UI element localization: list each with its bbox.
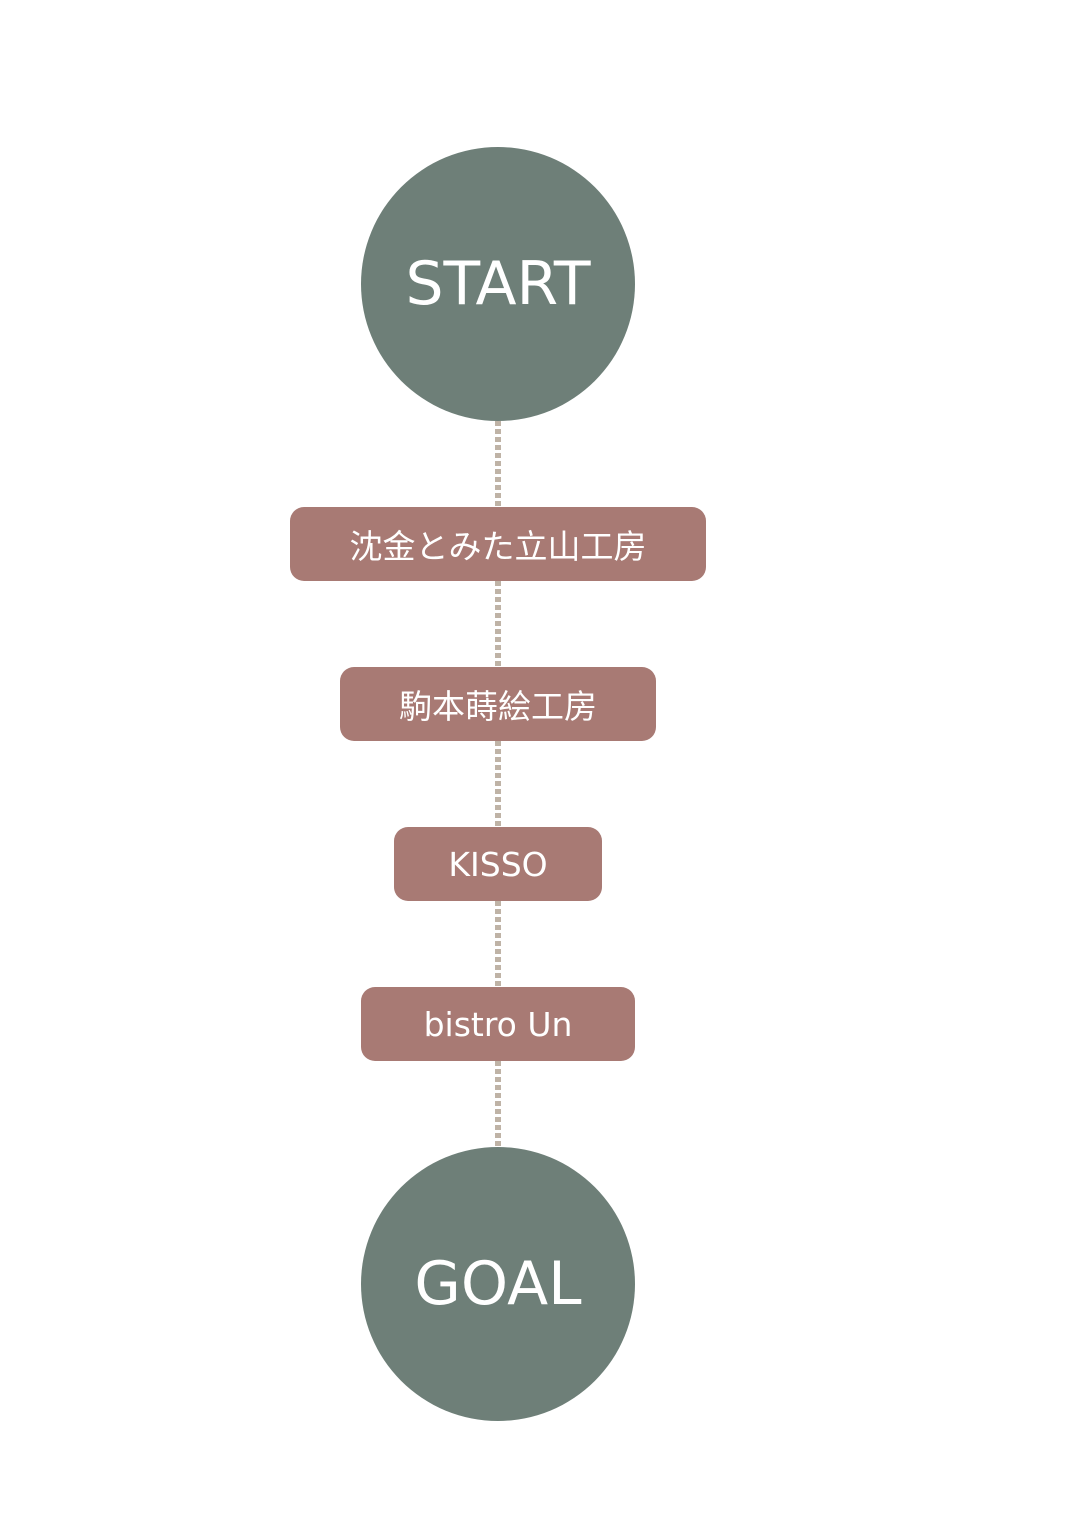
connector-stop4-goal [495,1061,501,1147]
connector-stop2-stop3 [495,741,501,827]
route-stop-4: bistro Un [361,987,635,1061]
goal-node: GOAL [361,1147,635,1421]
start-node: START [361,147,635,421]
route-stop-label: 沈金とみた立山工房 [349,527,647,566]
connector-stop3-stop4 [495,901,501,987]
route-stop-3: KISSO [394,827,602,901]
start-label: START [405,249,591,319]
goal-label: GOAL [414,1249,582,1319]
route-stop-2: 駒本蒔絵工房 [340,667,656,741]
route-stop-label: bistro Un [423,1004,573,1044]
connector-start-stop1 [495,421,501,507]
route-stop-1: 沈金とみた立山工房 [290,507,706,581]
route-stop-label: 駒本蒔絵工房 [399,687,597,726]
connector-stop1-stop2 [495,581,501,667]
route-stop-label: KISSO [448,844,548,884]
